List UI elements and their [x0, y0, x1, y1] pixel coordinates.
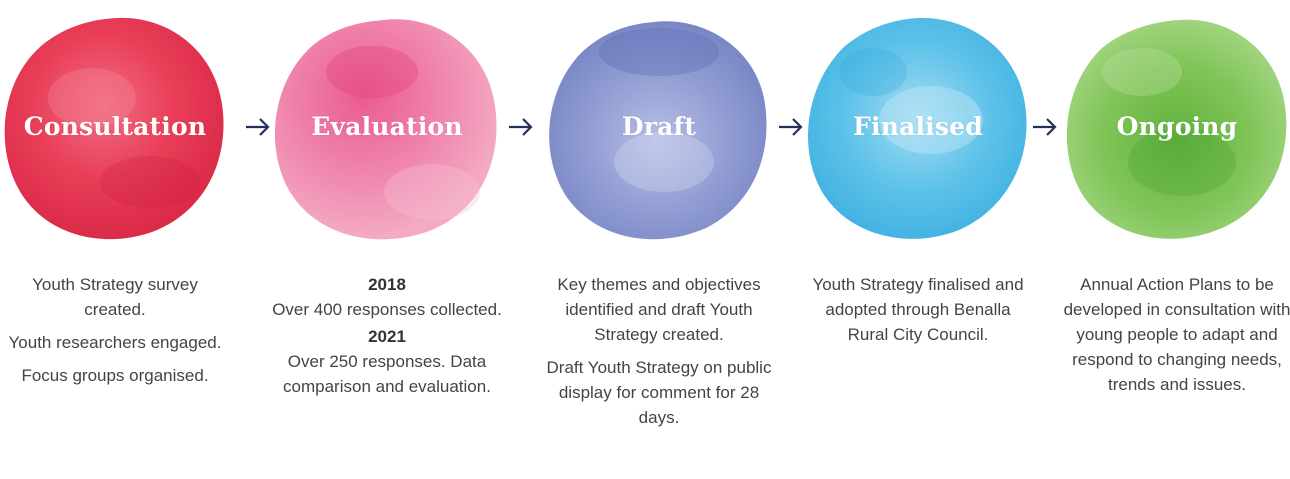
finalised-blob-graphic — [808, 17, 1027, 239]
description-paragraph: Key themes and objectives identified and… — [557, 275, 761, 344]
step-draft: Draft Key themes and objectives identifi… — [544, 0, 794, 479]
evaluation-title: Evaluation — [311, 112, 463, 141]
ongoing-title: Ongoing — [1116, 112, 1238, 141]
arrow-right-icon — [506, 114, 536, 140]
step-evaluation: Evaluation 2018 Over 400 responses colle… — [272, 0, 522, 479]
evaluation-section-2018: 2018 Over 400 responses collected. — [272, 272, 502, 322]
consultation-title: Consultation — [23, 112, 207, 141]
step-ongoing: Ongoing Annual Action Plans to be develo… — [1062, 0, 1290, 479]
description-paragraph: Focus groups organised. — [21, 366, 209, 385]
description-paragraph: Annual Action Plans to be developed in c… — [1063, 275, 1290, 394]
arrow-right-icon — [776, 114, 806, 140]
section-text: Over 400 responses collected. — [272, 300, 502, 319]
evaluation-section-2021: 2021 Over 250 responses. Data comparison… — [272, 324, 502, 399]
ongoing-description: Annual Action Plans to be developed in c… — [1062, 272, 1290, 405]
consultation-watercolor-circle — [0, 12, 230, 242]
arrow-right-icon — [243, 114, 273, 140]
consultation-blob-graphic — [4, 17, 224, 240]
description-paragraph: Draft Youth Strategy on public display f… — [546, 358, 772, 427]
year-label: 2018 — [368, 275, 406, 294]
finalised-description: Youth Strategy finalised and adopted thr… — [803, 272, 1033, 355]
section-text: Over 250 responses. Data comparison and … — [283, 352, 491, 396]
consultation-description: Youth Strategy survey created. Youth res… — [0, 272, 230, 396]
draft-description: Key themes and objectives identified and… — [544, 272, 774, 438]
finalised-title: Finalised — [853, 112, 983, 141]
ongoing-watercolor-circle — [1062, 12, 1290, 242]
draft-title: Draft — [621, 112, 697, 141]
finalised-watercolor-circle — [803, 12, 1033, 242]
description-paragraph: Youth Strategy survey created. — [32, 275, 198, 319]
description-paragraph: Youth researchers engaged. — [8, 333, 222, 352]
draft-watercolor-circle — [544, 12, 774, 242]
evaluation-watercolor-circle — [272, 12, 502, 242]
step-finalised: Finalised Youth Strategy finalised and a… — [803, 0, 1053, 479]
evaluation-description: 2018 Over 400 responses collected. 2021 … — [272, 272, 502, 401]
evaluation-blob-graphic — [274, 19, 497, 240]
year-label: 2021 — [368, 327, 406, 346]
description-paragraph: Youth Strategy finalised and adopted thr… — [812, 275, 1024, 344]
draft-blob-graphic — [549, 21, 767, 240]
ongoing-blob-graphic — [1066, 19, 1287, 239]
step-consultation: Consultation Youth Strategy survey creat… — [0, 0, 250, 479]
arrow-right-icon — [1030, 114, 1060, 140]
